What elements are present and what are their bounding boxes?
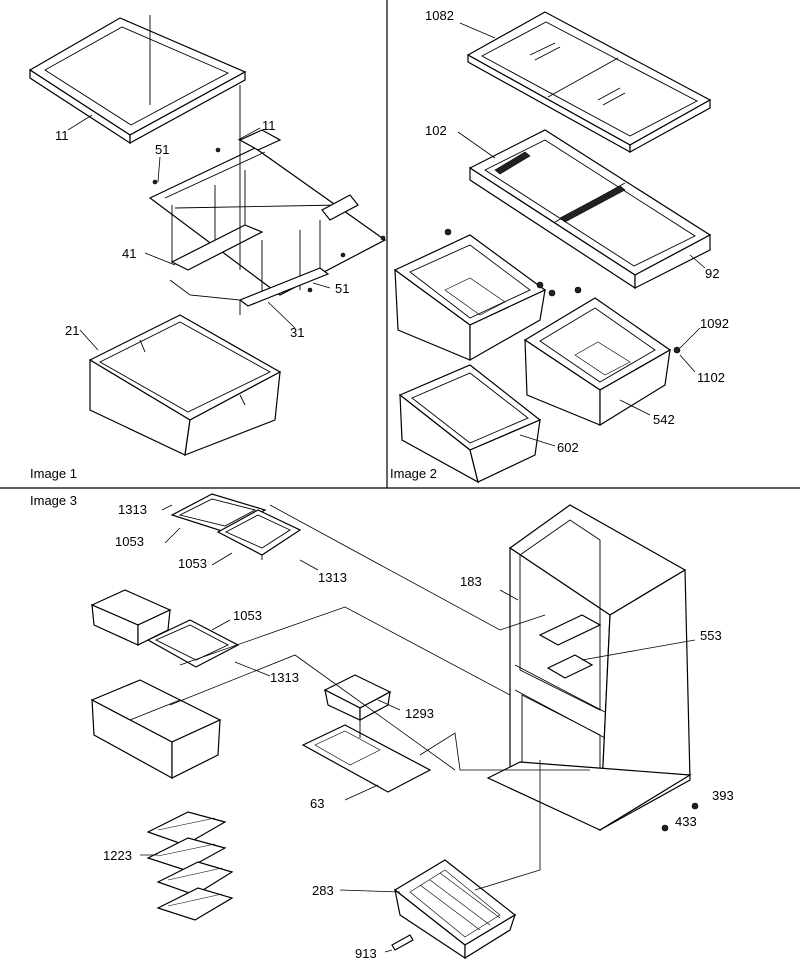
- callout-11-shelf: 11: [55, 128, 69, 143]
- pin-913-part: [391, 934, 414, 951]
- callout-51-lower: 51: [335, 281, 349, 296]
- ice-bin-1293-part: [323, 674, 392, 722]
- callout-92: 92: [705, 266, 719, 281]
- tray-63-part: [301, 708, 432, 793]
- callout-542: 542: [653, 412, 675, 427]
- panel-dividers: [0, 0, 800, 489]
- crisper-drawer-left-part: [393, 228, 582, 362]
- callout-183: 183: [460, 574, 482, 589]
- crisper-drawer-542-part: [523, 297, 681, 427]
- glass-shelf-1082-part: [466, 11, 712, 154]
- callout-63: 63: [310, 796, 324, 811]
- callout-51-upper: 51: [155, 142, 169, 157]
- callout-433: 433: [675, 814, 697, 829]
- callout-31: 31: [290, 325, 304, 340]
- refrigerator-cabinet-part: [486, 504, 692, 832]
- panel-image-3: Image 3: [30, 493, 734, 961]
- crisper-cover-102-part: [468, 129, 712, 290]
- panel-image-2: 1082 102 92 1092 1102 542 602 Image 2: [390, 8, 729, 484]
- panel-title-image-1: Image 1: [30, 466, 77, 481]
- callout-1092: 1092: [700, 316, 729, 331]
- crisper-drawer-602-part: [398, 364, 542, 484]
- ice-trays-part: [146, 811, 234, 921]
- callout-1293: 1293: [405, 706, 434, 721]
- door-shelves-part: [170, 493, 302, 560]
- screw-433: [661, 824, 669, 832]
- callout-1102: 1102: [697, 370, 725, 385]
- panel-3-guide-lines: [140, 504, 696, 953]
- callout-1082: 1082: [425, 8, 454, 23]
- crisper-drawer-part: [88, 314, 282, 456]
- callout-11-frame: 11: [262, 118, 276, 133]
- callout-602: 602: [557, 440, 579, 455]
- callout-913: 913: [355, 946, 377, 961]
- callout-1053-top: 1053: [115, 534, 144, 549]
- callout-553: 553: [700, 628, 722, 643]
- callout-1313-mid: 1313: [318, 570, 347, 585]
- callout-1053-lower: 1053: [233, 608, 262, 623]
- freezer-basket-283-part: [393, 859, 517, 960]
- callout-283: 283: [312, 883, 334, 898]
- panel-image-1: 11 11 51 41 51 31 21 Image 1: [28, 15, 387, 481]
- callout-21: 21: [65, 323, 79, 338]
- double-bin-part: [90, 679, 222, 780]
- panel-1-leaders: [67, 114, 331, 351]
- callout-102: 102: [425, 123, 447, 138]
- callout-393: 393: [712, 788, 734, 803]
- callout-1223: 1223: [103, 848, 132, 863]
- callout-1313-top: 1313: [118, 502, 147, 517]
- screw-393: [691, 802, 699, 810]
- panel-title-image-3: Image 3: [30, 493, 77, 508]
- shelf-frame-part: [148, 85, 387, 315]
- callout-1053-mid: 1053: [178, 556, 207, 571]
- glass-shelf-part: [28, 15, 247, 145]
- callout-41: 41: [122, 246, 136, 261]
- callout-1313-lower: 1313: [270, 670, 299, 685]
- panel-2-leaders: [457, 22, 706, 447]
- panel-title-image-2: Image 2: [390, 466, 437, 481]
